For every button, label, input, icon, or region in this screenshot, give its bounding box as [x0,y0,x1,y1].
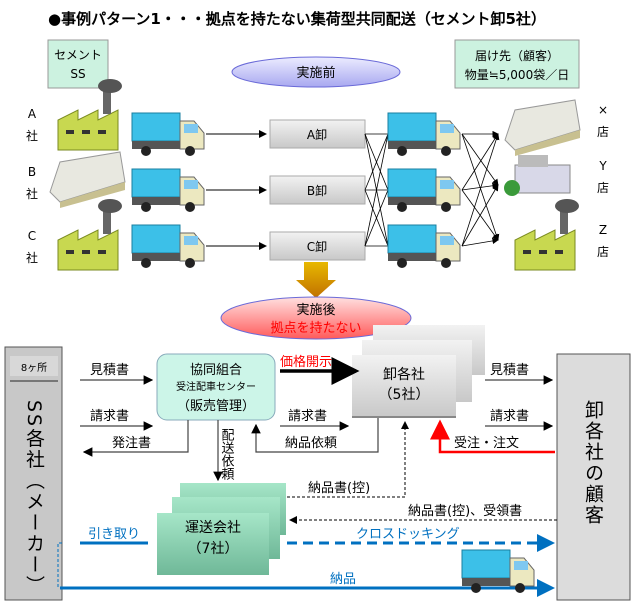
svg-text:店: 店 [597,245,609,259]
ss-companies-label: SS各社（メーカー） [23,400,45,596]
cement-ss-box: セメント SS [47,39,109,89]
svg-text:社: 社 [26,250,38,265]
svg-text:8ヶ所: 8ヶ所 [21,362,47,374]
store-icon [504,99,581,157]
svg-text:運送会社: 運送会社 [185,520,241,536]
maker-labels: A社 B社 C社 [26,107,38,265]
svg-text:納品書(控)、受領書: 納品書(控)、受領書 [408,503,522,519]
ss-companies-box: 8ヶ所 SS各社（メーカー） [4,346,63,601]
svg-text:実施後: 実施後 [296,302,335,318]
customers-box: 卸各社の顧客 [556,353,631,601]
truck-icon [387,224,461,269]
svg-text:A: A [28,107,37,121]
store-icon [504,155,571,196]
svg-text:発注書: 発注書 [112,436,151,451]
coop-box: 協同組合 受注配車センター （販売管理） [156,353,276,421]
svg-text:C卸: C卸 [307,239,327,254]
svg-text:請求書: 請求書 [490,409,529,424]
svg-text:（7社）: （7社） [188,541,239,557]
svg-text:受注配車センター: 受注配車センター [176,380,256,393]
truck-icon [387,112,461,157]
down-arrow-icon [296,262,336,298]
page-title: ●事例パターン1・・・拠点を持たない集荷型共同配送（セメント卸5社） [48,10,546,28]
svg-text:協同組合: 協同組合 [190,363,242,378]
svg-text:価格開示: 価格開示 [280,354,332,370]
svg-text:配送依頼: 配送依頼 [219,428,235,480]
svg-text:納品: 納品 [330,572,356,587]
before-label: 実施前 [231,56,401,88]
flow-labels: 見積書 請求書 発注書 価格開示 請求書 納品依頼 配送依頼 見積書 請求書 受… [88,354,529,587]
svg-text:届け先（顧客）: 届け先（顧客） [475,48,559,63]
svg-text:（販売管理）: （販売管理） [177,398,255,414]
svg-text:受注・注文: 受注・注文 [454,436,519,451]
svg-text:卸各社の顧客: 卸各社の顧客 [582,400,604,526]
truck-icon [131,112,205,157]
store-factory-icon [514,198,580,271]
customer-box: 届け先（顧客） 物量≒5,000袋／日 [454,39,580,89]
svg-text:セメント: セメント [54,48,102,62]
wholesale-stack: 卸各社 （5社） [352,325,485,418]
svg-text:実施前: 実施前 [296,65,335,81]
svg-text:引き取り: 引き取り [88,527,140,542]
truck-icon [131,168,205,213]
svg-text:納品書(控): 納品書(控) [308,481,370,496]
svg-text:Y: Y [598,159,607,173]
svg-text:拠点を持たない: 拠点を持たない [270,321,361,336]
factory-icon [57,198,123,271]
transport-stack: 運送会社 （7社） [157,483,286,575]
svg-text:社: 社 [26,186,38,201]
svg-text:×: × [598,103,608,117]
svg-text:SS: SS [70,67,85,81]
svg-text:見積書: 見積書 [490,363,529,378]
wholesaler-boxes: A卸 B卸 C卸 [269,119,366,261]
svg-text:見積書: 見積書 [90,363,129,378]
store-labels: ×店 Y店 Z店 [597,103,609,259]
svg-text:（5社）: （5社） [379,387,430,403]
svg-text:B: B [28,165,36,179]
svg-text:社: 社 [26,128,38,143]
svg-text:納品依頼: 納品依頼 [285,436,337,451]
svg-text:店: 店 [597,181,609,195]
factory-icon [57,78,123,151]
svg-text:クロスドッキング: クロスドッキング [356,527,460,542]
truck-icon [131,224,205,269]
truck-icon [387,168,461,213]
svg-text:B卸: B卸 [307,183,327,198]
svg-text:A卸: A卸 [307,127,327,142]
svg-text:店: 店 [597,125,609,139]
svg-text:C: C [28,229,36,243]
svg-text:物量≒5,000袋／日: 物量≒5,000袋／日 [465,68,569,82]
svg-text:請求書: 請求書 [288,409,327,424]
after-label: 実施後 拠点を持たない [220,296,412,340]
svg-text:Z: Z [599,223,607,237]
svg-text:請求書: 請求書 [90,409,129,424]
svg-text:卸各社: 卸各社 [383,367,425,383]
